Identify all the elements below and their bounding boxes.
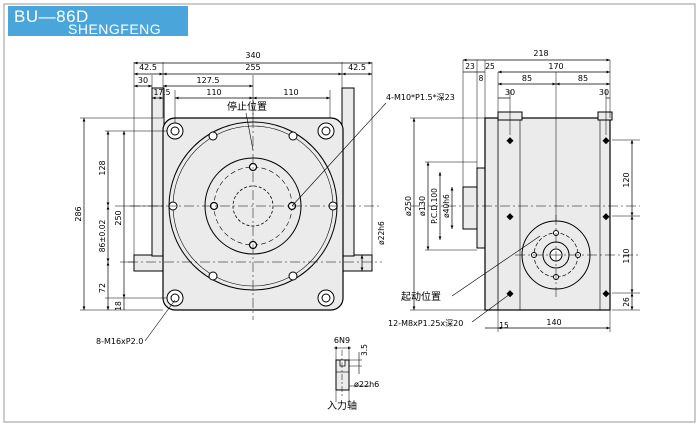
- corner-mount-hole: [317, 122, 335, 140]
- dim-foot-30: 30: [138, 76, 148, 85]
- dim-17-5: 17.5: [154, 88, 171, 97]
- left-foot: [133, 254, 165, 272]
- model-badge: BU—86D SHENGFENG: [8, 6, 188, 37]
- dim-pcd: P.C.D.100: [430, 188, 439, 224]
- dim-30-left: 30: [505, 88, 515, 97]
- dim-23: 23: [465, 62, 475, 71]
- dim-keyway: 6N9: [334, 336, 350, 345]
- dim-218: 218: [533, 49, 548, 58]
- dim-120: 120: [622, 172, 631, 187]
- right-side-boss: [341, 87, 355, 257]
- dim-30-right: 30: [599, 88, 609, 97]
- dim-140: 140: [546, 318, 561, 327]
- left-side-boss: [151, 87, 165, 257]
- dim-18: 18: [114, 301, 123, 311]
- model-number: BU—86D: [14, 7, 89, 26]
- dim-8: 8: [479, 74, 484, 83]
- outer-border: [3, 3, 696, 423]
- dim-85-right: 85: [578, 74, 588, 83]
- dim-110-right: 110: [283, 88, 298, 97]
- input-shaft-detail: 6N9 3.5 ø22h6 入力轴: [327, 336, 379, 412]
- dim-72: 72: [98, 283, 107, 293]
- corner-mount-hole: [166, 122, 184, 140]
- dim-25: 25: [485, 62, 495, 71]
- dim-overall-width: 340: [245, 51, 260, 60]
- dim-250: 250: [114, 210, 123, 225]
- dim-phi250: ø250: [404, 196, 413, 216]
- keyway: [339, 359, 346, 367]
- dim-shaft-diameter: ø22h6: [354, 380, 379, 389]
- dim-15: 15: [499, 321, 509, 330]
- label-input-shaft: 入力轴: [327, 399, 357, 412]
- dim-half-127: 127.5: [197, 76, 220, 85]
- dim-keyway-depth: 3.5: [360, 344, 369, 356]
- callout-tapped-holes: 4-M10*P1.5*深23: [386, 93, 455, 102]
- corner-mount-hole: [317, 289, 335, 307]
- label-stop-position: 停止位置: [227, 100, 267, 113]
- callout-mount-holes: 8-M16xP2.0: [96, 337, 143, 346]
- right-foot: [341, 254, 373, 272]
- brand-name: SHENGFENG: [68, 21, 162, 37]
- dim-110-left: 110: [206, 88, 221, 97]
- dim-128: 128: [98, 160, 107, 175]
- dim-phi130: ø130: [418, 196, 427, 216]
- dim-phi40: ø40h6: [442, 194, 451, 218]
- dim-left-margin: 42.5: [139, 63, 157, 72]
- dim-85-left: 85: [522, 74, 532, 83]
- callout-side-tapped-holes: 12-M8xP1.25x深20: [388, 319, 463, 328]
- side-view: 218 23 25 8 170 85 85 30 30 ø250 ø130 P.…: [388, 49, 640, 332]
- output-flange-stub: [462, 186, 478, 230]
- dim-170: 170: [548, 62, 563, 71]
- corner-mount-hole: [166, 289, 184, 307]
- dim-26: 26: [622, 297, 631, 307]
- dim-110: 110: [622, 248, 631, 263]
- label-start-position: 起动位置: [401, 290, 441, 303]
- dim-flange-width: 255: [245, 63, 260, 72]
- dim-height-286: 286: [74, 206, 83, 221]
- dim-86: 86±0.02: [98, 220, 107, 253]
- front-view: 340 255 42.5 42.5 30 127.5 17.5 110 110 …: [74, 51, 455, 346]
- dim-phi22: ø22h6: [377, 221, 386, 245]
- dim-right-margin: 42.5: [348, 63, 366, 72]
